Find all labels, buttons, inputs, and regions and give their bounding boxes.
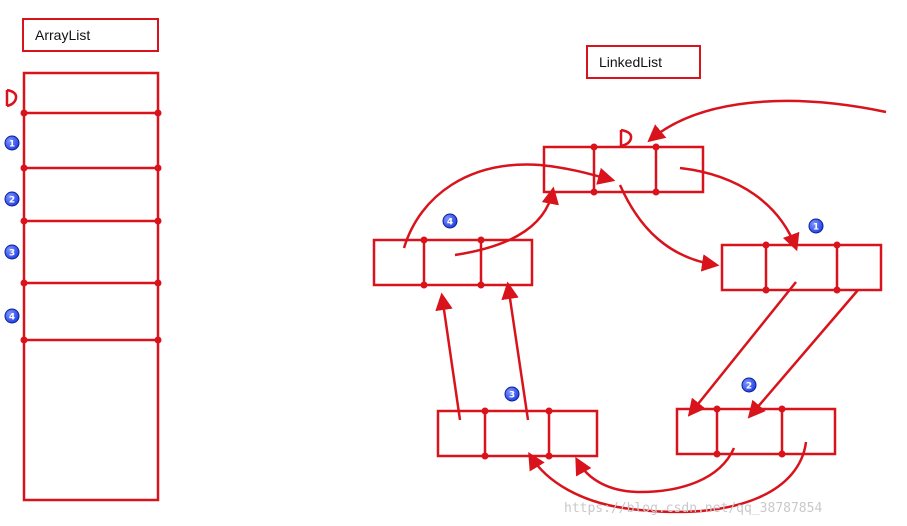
arrow-node3-to-node4-b bbox=[501, 281, 530, 421]
arrow-node2-to-node3-inner bbox=[575, 447, 736, 494]
linked-node-2-joints bbox=[713, 405, 786, 458]
arraylist-marker-2: 2 bbox=[4, 191, 20, 207]
linkedlist-marker-3: 3 bbox=[504, 386, 520, 402]
linkedlist-marker-1: 1 bbox=[808, 218, 824, 234]
linked-node-3-joints bbox=[481, 407, 553, 460]
linked-node-head-joints bbox=[590, 143, 660, 196]
linkedlist-title: LinkedList bbox=[599, 54, 662, 70]
svg-text:3: 3 bbox=[509, 391, 515, 401]
linked-arrows bbox=[402, 99, 887, 514]
arraylist-marker-3: 3 bbox=[4, 244, 20, 260]
svg-text:4: 4 bbox=[447, 218, 453, 228]
arrow-node1-to-node2-a bbox=[687, 281, 797, 417]
linkedlist-start-marker bbox=[619, 128, 633, 148]
svg-text:4: 4 bbox=[9, 313, 15, 323]
linked-node-1-joints bbox=[762, 241, 841, 294]
arraylist-start-marker bbox=[5, 88, 18, 108]
arrow-node4-to-head-inner bbox=[454, 186, 559, 257]
arrow-head-to-node1-inner bbox=[618, 184, 720, 272]
svg-text:1: 1 bbox=[9, 140, 15, 150]
arrow-node2-to-node3-outer bbox=[528, 441, 808, 514]
arraylist-array bbox=[22, 71, 160, 502]
svg-text:1: 1 bbox=[813, 223, 819, 233]
linked-node-3 bbox=[436, 409, 599, 458]
arrow-node1-to-node2-b bbox=[747, 289, 859, 419]
linked-node-2 bbox=[675, 407, 837, 456]
linked-node-4 bbox=[372, 238, 534, 287]
linkedlist-marker-2: 2 bbox=[741, 377, 757, 393]
svg-text:2: 2 bbox=[746, 382, 752, 392]
linked-node-4-joints bbox=[420, 236, 485, 289]
linked-node-1 bbox=[720, 243, 883, 292]
svg-text:3: 3 bbox=[9, 249, 15, 259]
svg-text:2: 2 bbox=[9, 196, 15, 206]
arrow-node3-to-node4-a bbox=[435, 292, 462, 421]
arraylist-slot-joints bbox=[20, 109, 162, 344]
arraylist-marker-1: 1 bbox=[4, 135, 20, 151]
linkedlist-title-box: LinkedList bbox=[586, 45, 701, 79]
arrow-head-pointer bbox=[647, 99, 887, 143]
watermark: https://blog.csdn.net/qq_38787854 bbox=[564, 501, 822, 516]
arrow-head-to-node1 bbox=[679, 166, 800, 252]
arraylist-marker-4: 4 bbox=[4, 308, 20, 324]
linkedlist-marker-4: 4 bbox=[442, 213, 458, 229]
arrow-node4-to-head bbox=[402, 163, 616, 249]
arraylist-title-box: ArrayList bbox=[22, 18, 159, 52]
arraylist-title: ArrayList bbox=[35, 27, 90, 43]
